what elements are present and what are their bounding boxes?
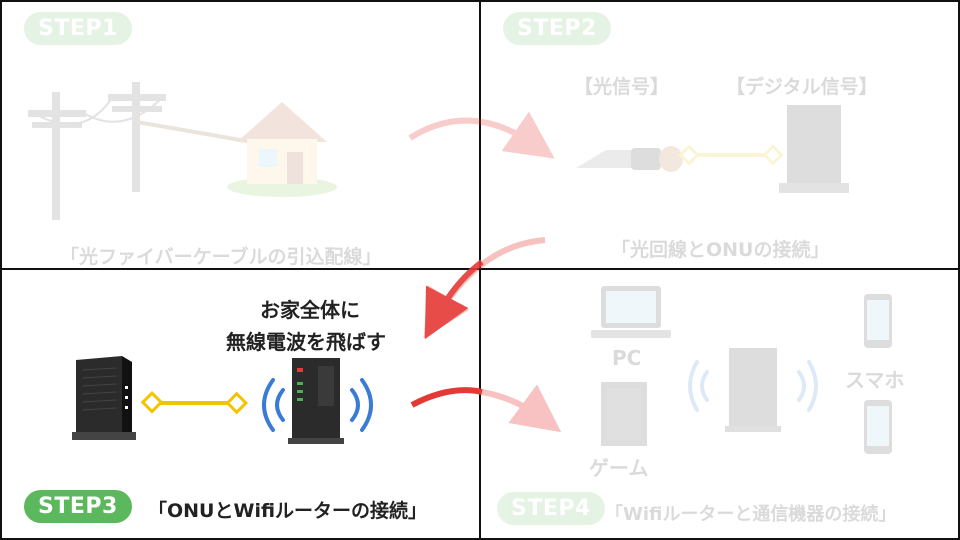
- panel-step1-content: STEP1: [2, 2, 479, 268]
- utility-pole-icon: [28, 82, 166, 220]
- lan-cable-icon: [678, 144, 784, 166]
- fiber-connector-icon: [576, 146, 683, 172]
- arrow-step1-to-step2: [408, 111, 555, 159]
- optical-signal-label: 【光信号】: [574, 76, 670, 98]
- onu-device-icon: [72, 356, 136, 440]
- smartphone-icon: [864, 400, 892, 454]
- arrow-step3-to-step4: [410, 384, 562, 433]
- digital-signal-label: 【デジタル信号】: [726, 76, 878, 98]
- step3-caption: 「ONUとWifiルーターの接続」: [148, 500, 428, 522]
- onu-device-icon: [779, 105, 849, 193]
- panel-step3: お家全体に 無線電波を飛ばす: [0, 268, 481, 540]
- wifi-router-icon: [288, 358, 344, 444]
- step2-caption: 「光回線とONUの接続」: [611, 239, 830, 261]
- smartphone-label: スマホ: [845, 368, 905, 392]
- panel-step2-content: STEP2 【光信号】 【デジタル信号】 「光回線とONUの接続」: [481, 2, 958, 268]
- wifi-waves-left-icon: [262, 378, 285, 432]
- wireless-note-line2: 無線電波を飛ばす: [226, 330, 386, 354]
- fiber-drop-cable-icon: [136, 120, 253, 144]
- house-icon: [227, 102, 337, 197]
- step1-caption: 「光ファイバーケーブルの引込配線」: [60, 246, 382, 268]
- game-console-icon: [601, 382, 647, 446]
- step4-caption: 「Wifiルーターと通信機器の接続」: [605, 504, 897, 525]
- smartphone-icon: [864, 294, 892, 348]
- wireless-note-line1: お家全体に: [260, 298, 360, 322]
- game-label: ゲーム: [589, 456, 649, 480]
- panel-step2: STEP2 【光信号】 【デジタル信号】 「光回線とONUの接続」: [479, 0, 960, 270]
- step3-badge: STEP3: [24, 490, 132, 523]
- step4-badge: STEP4: [497, 492, 605, 525]
- pc-label: PC: [612, 346, 642, 370]
- panel-step1: STEP1: [0, 0, 481, 270]
- wifi-router-icon: [688, 348, 818, 432]
- arrow-step2-to-step3: [423, 237, 546, 340]
- step1-badge: STEP1: [24, 12, 132, 45]
- step2-badge: STEP2: [503, 12, 611, 45]
- laptop-icon: [591, 286, 671, 338]
- panel-step4-content: PC ゲーム スマホ: [481, 270, 958, 538]
- lan-cable-icon: [140, 390, 249, 415]
- wifi-waves-right-icon: [350, 378, 373, 432]
